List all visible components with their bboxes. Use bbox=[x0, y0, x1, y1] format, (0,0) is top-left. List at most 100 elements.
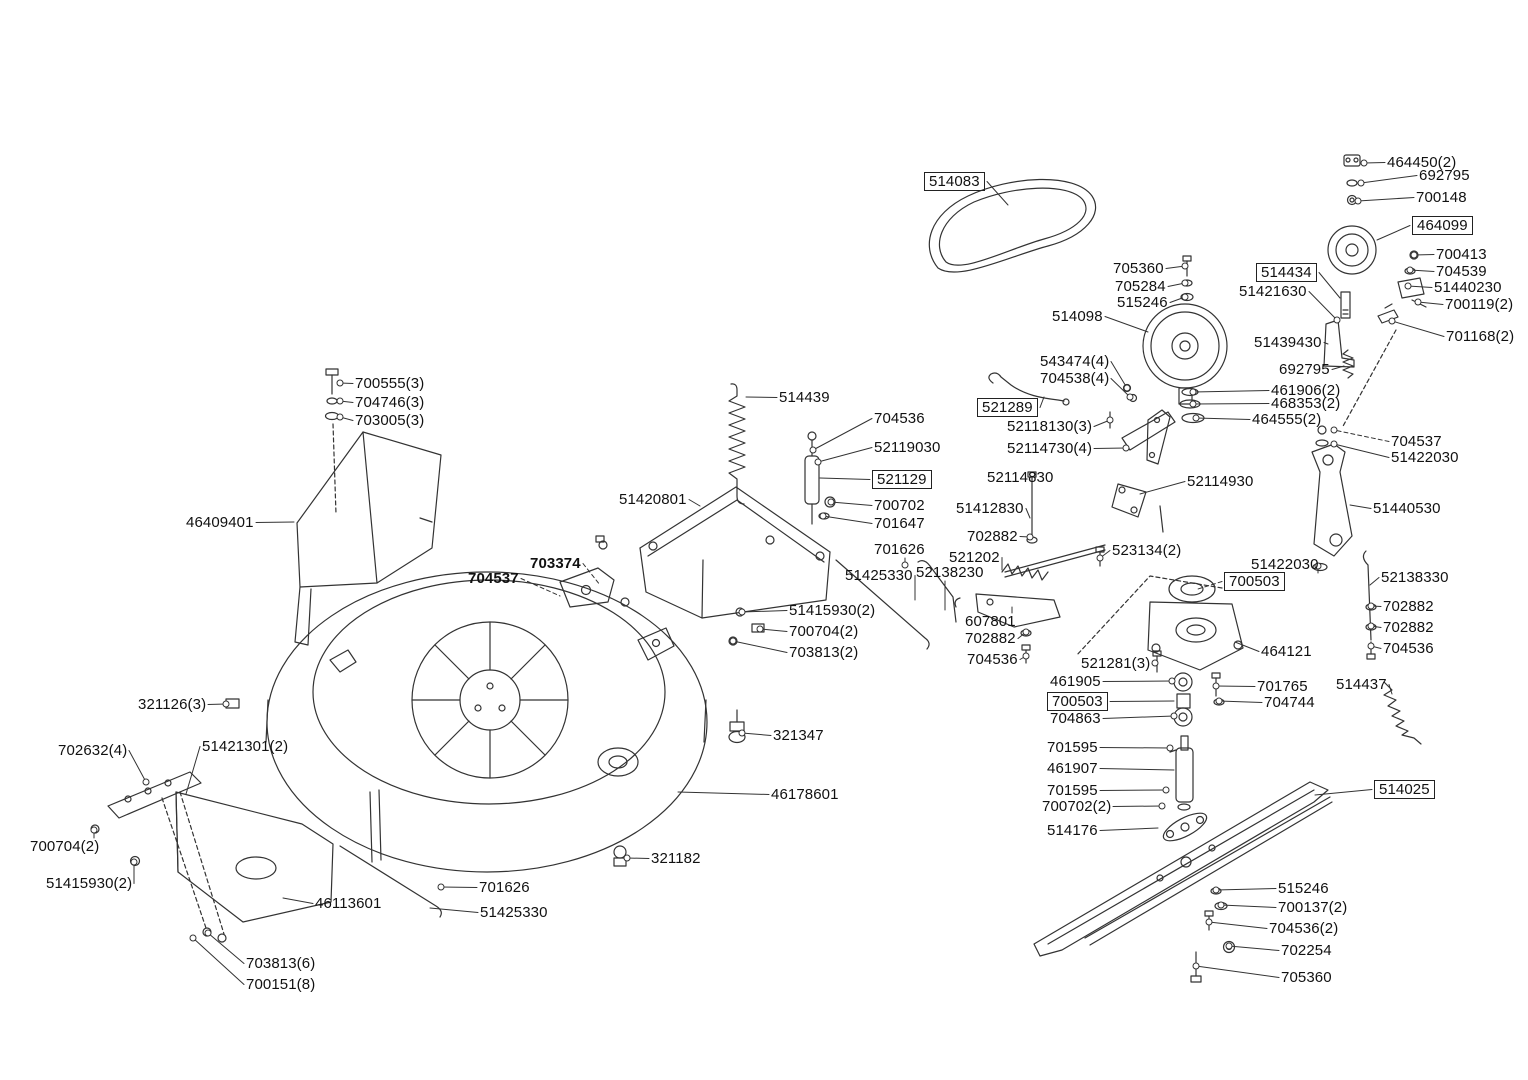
part-label-321347: 321347 bbox=[773, 727, 824, 744]
part-label-514439: 514439 bbox=[779, 389, 830, 406]
leader-line bbox=[185, 746, 201, 795]
lower-bracket-assembly bbox=[90, 698, 334, 943]
part-label-523134(2): 523134(2) bbox=[1112, 542, 1182, 559]
part-label-521289: 521289 bbox=[977, 398, 1038, 417]
leader-line bbox=[1323, 342, 1329, 345]
leader-line bbox=[1314, 789, 1373, 796]
fastener-dot bbox=[1367, 642, 1375, 650]
leader-line bbox=[1104, 316, 1149, 333]
tie-rods bbox=[339, 559, 957, 918]
leader-line bbox=[677, 791, 770, 795]
part-label-51421301(2): 51421301(2) bbox=[202, 738, 289, 755]
part-label-52138330: 52138330 bbox=[1381, 569, 1449, 586]
part-label-51415930(2): 51415930(2) bbox=[46, 875, 133, 892]
fastener-dot bbox=[336, 397, 344, 405]
fastener-dot bbox=[1212, 682, 1220, 690]
fastener-dot bbox=[1330, 440, 1338, 448]
part-label-701595: 701595 bbox=[1047, 739, 1098, 756]
leader-line bbox=[1391, 320, 1445, 337]
leader-line bbox=[1409, 269, 1435, 272]
part-label-464555(2): 464555(2) bbox=[1252, 411, 1322, 428]
leader-line bbox=[1360, 175, 1418, 184]
deflector-panel bbox=[294, 431, 442, 646]
part-label-705284: 705284 bbox=[1115, 278, 1166, 295]
part-label-521129: 521129 bbox=[872, 470, 932, 489]
leader-line bbox=[429, 907, 479, 913]
part-label-703374: 703374 bbox=[530, 555, 581, 572]
part-label-704536: 704536 bbox=[967, 651, 1018, 668]
leader-line bbox=[1102, 715, 1175, 719]
fastener-dot bbox=[1151, 659, 1159, 667]
part-label-607801: 607801 bbox=[965, 613, 1016, 630]
part-label-51412830: 51412830 bbox=[956, 500, 1024, 517]
part-label-704537: 704537 bbox=[1391, 433, 1442, 450]
leader-line bbox=[1110, 361, 1128, 389]
fastener-dot bbox=[1333, 316, 1341, 324]
leader-line bbox=[1357, 197, 1415, 202]
leader-line bbox=[1208, 921, 1268, 929]
part-label-692795: 692795 bbox=[1419, 167, 1470, 184]
part-label-52114930: 52114930 bbox=[1187, 473, 1254, 490]
fastener-dot bbox=[1181, 262, 1189, 270]
leader-line bbox=[986, 181, 1009, 206]
leader-line bbox=[582, 563, 601, 586]
leader-layer bbox=[90, 159, 1445, 985]
fastener-dot bbox=[819, 512, 827, 520]
part-label-704536: 704536 bbox=[874, 410, 925, 427]
part-label-701626: 701626 bbox=[479, 879, 530, 896]
fastener-dot bbox=[336, 413, 344, 421]
fastener-dot bbox=[756, 625, 764, 633]
part-label-52114730(4): 52114730(4) bbox=[1007, 440, 1093, 457]
part-label-700151(8): 700151(8) bbox=[246, 976, 316, 993]
leader-line bbox=[732, 640, 788, 653]
part-label-702882: 702882 bbox=[1383, 598, 1434, 615]
spindle-assembly bbox=[1075, 575, 1244, 727]
fastener-dot bbox=[827, 498, 835, 506]
fastener-dot bbox=[623, 854, 631, 862]
fastener-dot bbox=[437, 883, 445, 891]
part-label-701626: 701626 bbox=[874, 541, 925, 558]
part-label-521202: 521202 bbox=[949, 549, 1000, 566]
leader-line bbox=[255, 521, 295, 523]
part-label-704538(4): 704538(4) bbox=[1040, 370, 1110, 387]
fastener-dot bbox=[189, 934, 197, 942]
fastener-dot bbox=[901, 561, 909, 569]
lift-spring bbox=[728, 383, 746, 505]
part-label-700119(2): 700119(2) bbox=[1445, 296, 1514, 313]
leader-line bbox=[1195, 417, 1251, 420]
leader-line bbox=[741, 732, 772, 736]
part-label-464450(2): 464450(2) bbox=[1387, 154, 1457, 171]
part-label-692795: 692795 bbox=[1279, 361, 1330, 378]
part-label-700503: 700503 bbox=[1224, 572, 1285, 591]
part-label-468353(2): 468353(2) bbox=[1271, 395, 1341, 412]
fastener-dot bbox=[1162, 786, 1170, 794]
fastener-dot bbox=[1357, 179, 1365, 187]
part-label-701168(2): 701168(2) bbox=[1446, 328, 1515, 345]
part-label-514098: 514098 bbox=[1052, 308, 1103, 325]
leader-line bbox=[817, 447, 873, 463]
fastener-dot bbox=[1205, 918, 1213, 926]
part-label-52138230: 52138230 bbox=[916, 564, 984, 581]
fastener-dot bbox=[1367, 622, 1375, 630]
leader-line bbox=[1349, 504, 1372, 509]
fastener-dot bbox=[336, 379, 344, 387]
leader-line bbox=[1318, 272, 1341, 299]
leader-line bbox=[688, 499, 701, 507]
leader-line bbox=[128, 750, 147, 783]
part-label-461905: 461905 bbox=[1050, 673, 1101, 690]
part-label-514434: 514434 bbox=[1256, 263, 1317, 282]
carrier-frame bbox=[559, 486, 831, 619]
leader-line bbox=[1025, 508, 1031, 519]
leader-line bbox=[812, 418, 873, 451]
fastener-dot bbox=[1192, 414, 1200, 422]
part-label-700702(2): 700702(2) bbox=[1042, 798, 1112, 815]
fastener-dot bbox=[1026, 533, 1034, 541]
fastener-dot bbox=[1126, 393, 1134, 401]
fastener-dot bbox=[1388, 317, 1396, 325]
leader-line bbox=[192, 937, 245, 985]
fastener-dot bbox=[1410, 251, 1418, 259]
part-label-704863: 704863 bbox=[1050, 710, 1101, 727]
part-label-464121: 464121 bbox=[1261, 643, 1312, 660]
leader-line bbox=[1333, 429, 1390, 442]
